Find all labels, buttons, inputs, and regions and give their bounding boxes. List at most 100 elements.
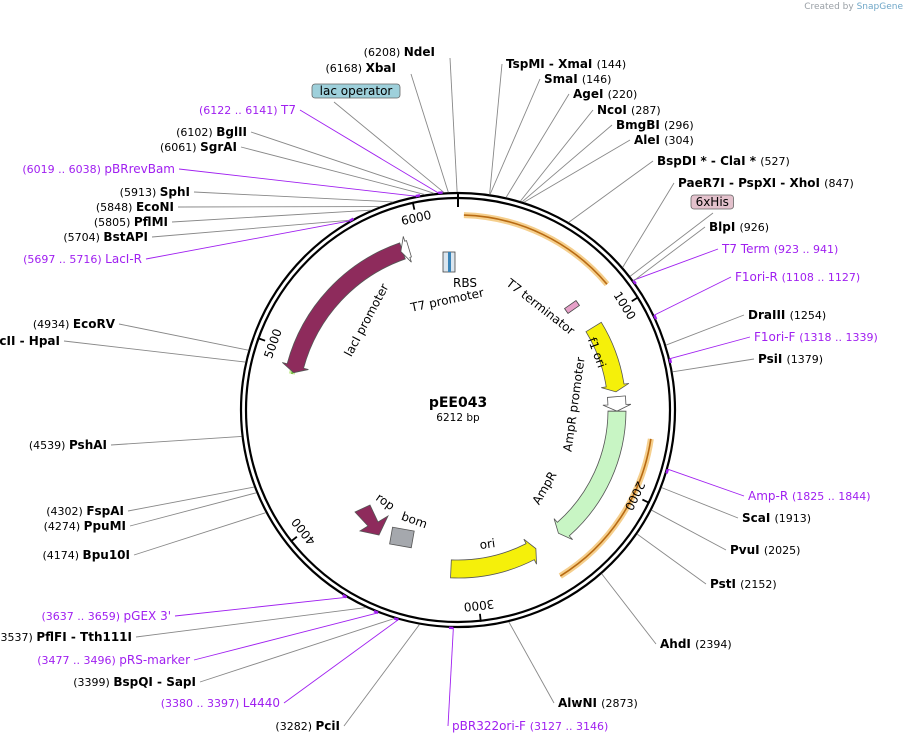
inner-label-t7-terminator: T7 terminator [503,275,578,338]
label-site-alwni: (2873) [601,697,638,710]
label-t7-term: T7 Term (923 .. 941) [721,242,838,256]
leader-pvui [651,509,727,551]
tick-label-3000: 3000 [463,597,495,614]
inner-label-bom: bom [399,509,429,531]
leader-amp-r [667,468,745,497]
leader-draiii [665,314,745,346]
label-site-pflmi: (5805) [94,216,134,229]
label-name-smai: SmaI [544,72,582,86]
label-site-draiii: (1254) [790,309,827,322]
leader-bspqi-sapi [199,618,395,683]
label-ppumi: (4274) PpuMI [44,519,126,533]
leader-l4440 [283,619,399,704]
label-psii: PsiI (1379) [758,352,823,366]
leader-lines [63,57,755,727]
feature-ampr [553,410,627,540]
leader-bpu10i [133,512,266,556]
label-name-bpu10i: Bpu10I [83,548,130,562]
leader-prs-marker [193,612,379,661]
feature-rop-arrow [354,504,389,536]
label-name-f1ori-f: F1ori-F [754,330,799,344]
label-name-f1ori-r: F1ori-R [735,270,782,284]
primer-mark-laci-r [348,217,354,223]
label-name-pbrrevbam: pBRrevBam [104,162,175,176]
leader-t7 [299,109,439,194]
primer-mark-pbrrevbam [415,194,421,198]
label-site-pvui: (2025) [764,544,801,557]
label-agei: AgeI (220) [573,87,637,101]
feature-bom-box [389,526,415,549]
leader-ahdi [601,573,657,645]
leader-pbr322ori-f [447,627,454,727]
label-site-l4440: (3380 .. 3397) [161,697,243,710]
label-site-bpu10i: (4174) [42,549,82,562]
label-site-pbr322ori-f: (3127 .. 3146) [530,720,609,733]
label-sphi: (5913) SphI [120,185,190,199]
label-name-pflfi-tth111i: PflFI - Tth111I [36,630,132,644]
label-name-draiii: DraIII [748,308,790,322]
leader-scai [661,487,739,519]
leader-fspai [127,486,255,512]
label-site-t7-term: (923 .. 941) [774,243,839,256]
label-site-bstapi: (5704) [63,231,103,244]
label-site-alei: (304) [664,134,694,147]
label-name-psti: PstI [710,577,740,591]
inner-label-t7-promoter: T7 promoter [408,285,485,314]
primer-mark-l4440 [393,617,399,621]
leader-ncoi [520,109,594,202]
label-site-blpi: (926) [740,221,770,234]
label-site-tspmi-xmai: (144) [597,58,627,71]
primer-mark-prs-marker [373,610,379,614]
label-pbrrevbam: (6019 .. 6038) pBRrevBam [22,162,175,176]
tick-mark-5000 [257,337,266,342]
leader-bstapi [151,219,351,238]
leader-ndei [449,57,458,193]
label-site-bspdi-clai: (527) [760,155,790,168]
label-t7: (6122 .. 6141) T7 [199,103,296,117]
label-name-ndei: NdeI [404,45,435,59]
label-amp-r: Amp-R (1825 .. 1844) [748,489,871,503]
label-site-ndei: (6208) [364,46,404,59]
label-site-pshai: (4539) [29,439,69,452]
leader-paer7i-pspxi-xhoi [622,182,675,268]
label-bglii: (6102) BglII [176,125,247,139]
orange-arc-t7 [463,214,608,285]
label-site-laci-r: (5697 .. 5716) [23,253,105,266]
label-name-l4440: L4440 [243,696,280,710]
label-name-sgrai: SgrAI [200,140,237,154]
label-bstapi: (5704) BstAPI [63,230,148,244]
label-paer7i-pspxi-xhoi: PaeR7I - PspXI - XhoI (847) [678,176,854,190]
label-name-bstapi: BstAPI [103,230,148,244]
label-pgex-3: (3637 .. 3659) pGEX 3' [41,609,171,623]
label-name-t7-term: T7 Term [721,242,774,256]
inner-label-ampr: AmpR [530,469,560,507]
leader-f1ori-f [669,336,751,360]
label-pcii: (3282) PciI [275,719,340,733]
leader-ecorv [118,323,249,351]
label-name-bspdi-clai: BspDI * - ClaI * [657,154,760,168]
orange-arc-t7-halo [463,212,610,287]
leader-pcii [343,624,420,727]
label-ndei: (6208) NdeI [364,45,435,59]
label-site-psii: (1379) [786,353,823,366]
leader-bmgbi [522,124,613,203]
label-name-ppumi: PpuMI [84,519,126,533]
label-name-t7: T7 [280,103,296,117]
label-pbr322ori-f: pBR322ori-F (3127 .. 3146) [452,719,608,733]
label-site-ahdi: (2394) [695,638,732,651]
badge-lac-operator [311,83,401,99]
leader-pflmi [171,209,371,223]
label-name-pgex-3: pGEX 3' [124,609,171,623]
label-alwni: AlwNI (2873) [558,696,638,710]
inner-label-rbs: RBS [453,276,477,290]
label-name-bglii: BglII [216,125,247,139]
feature-f1-ori [585,321,630,393]
feature-laci [282,242,406,374]
label-site-psti: (2152) [740,578,777,591]
inner-label-rop: rop [373,490,397,513]
label-ahdi: AhdI (2394) [660,637,732,651]
label-name-paer7i-pspxi-xhoi: PaeR7I - PspXI - XhoI [678,176,824,190]
label-site-pbrrevbam: (6019 .. 6038) [22,163,104,176]
label-name-econi: EcoNI [136,200,174,214]
